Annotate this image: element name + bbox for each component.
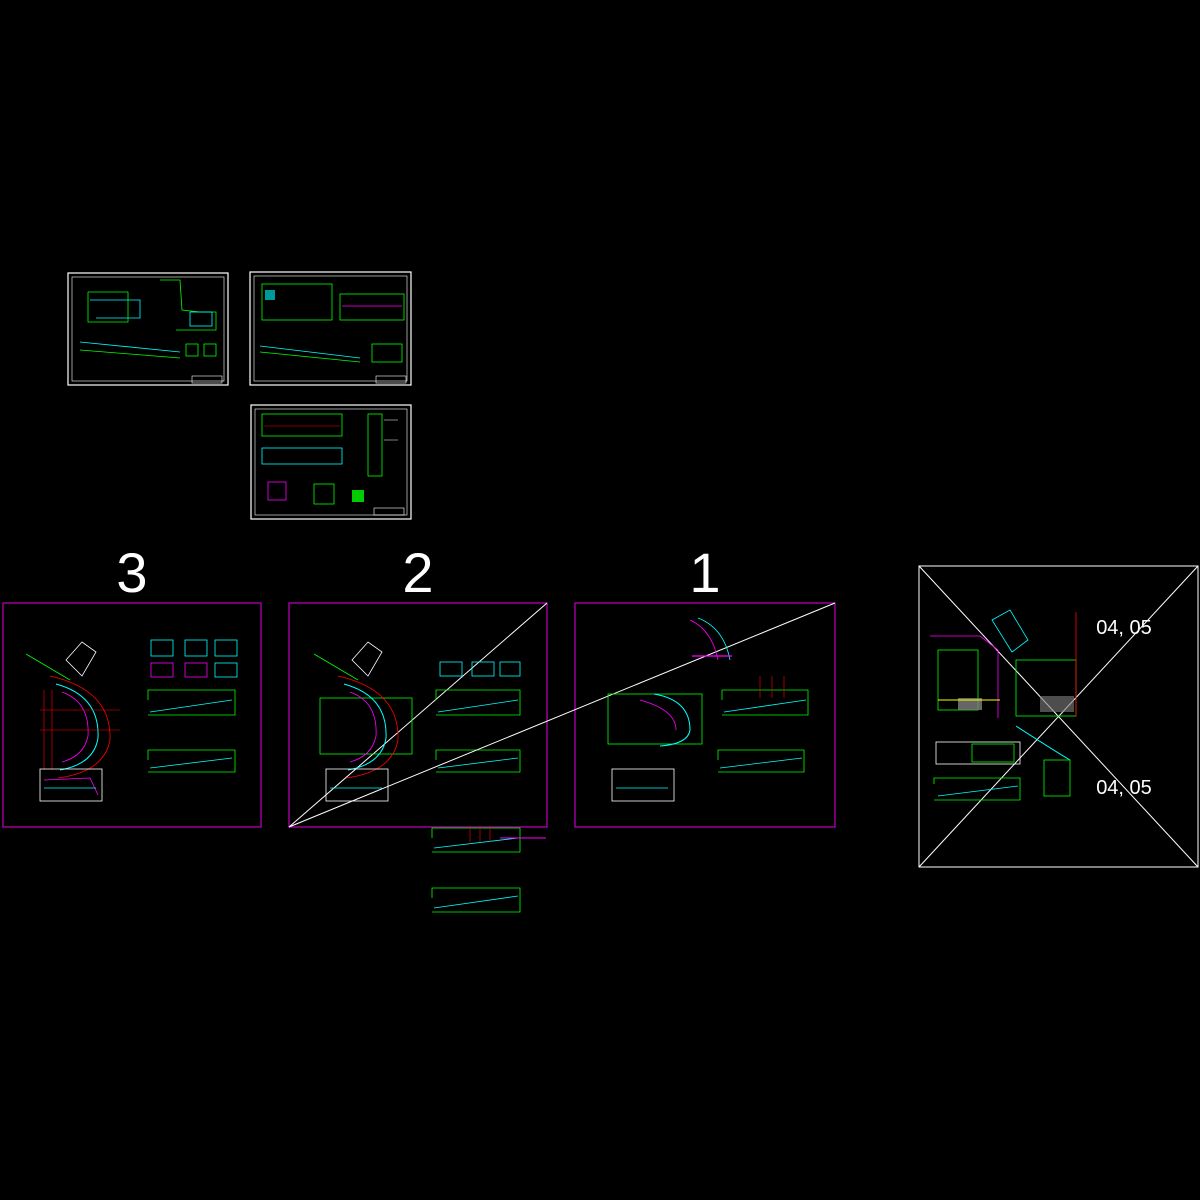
section-detail-lower-1[interactable]: [431, 826, 546, 853]
sheet-number-1: 1: [689, 541, 720, 604]
sheet-thumbnail-b[interactable]: [249, 271, 412, 386]
group-label-04-05-bottom: 04, 05: [1096, 777, 1152, 799]
sheet-thumbnail-c[interactable]: [250, 404, 412, 520]
sheet-thumbnail-a[interactable]: [67, 272, 229, 386]
sheet-group-04-05[interactable]: 04, 05 04, 05: [918, 565, 1199, 868]
sheet-number-2: 2: [402, 541, 433, 604]
section-detail-lower-2[interactable]: [431, 887, 521, 913]
drawing-group-2[interactable]: [288, 602, 548, 828]
group-label-04-05-top: 04, 05: [1096, 617, 1152, 639]
sheet-number-3: 3: [116, 541, 147, 604]
drawing-group-1[interactable]: [288, 602, 836, 828]
drawing-group-3[interactable]: [2, 602, 262, 828]
